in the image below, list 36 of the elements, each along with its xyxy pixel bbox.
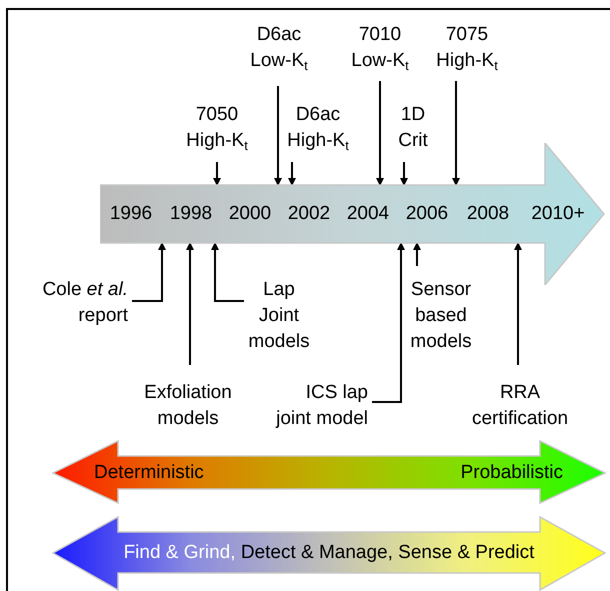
year-label: 1996 [110,202,152,226]
annotation-text: 1D Crit [389,102,437,154]
arrow [186,242,194,365]
annotation-text: 7010 Low-K$_{t}$ [348,22,412,74]
arrow [288,162,296,186]
arrow [514,242,522,365]
year-label: 2000 [228,202,272,226]
arrow [413,242,421,266]
year-label: 2008 [466,202,510,226]
annotation-text: D6ac High-K$_{t}$ [283,102,353,154]
annotation-text: D6ac Low-K$_{t}$ [247,22,311,74]
year-label: 2010+ [531,202,585,226]
arrow [132,242,166,302]
year-label: 1998 [170,202,212,226]
year-label: 2006 [406,202,448,226]
scale-label: Probabilistic [460,461,563,485]
year-label: 2004 [346,202,390,226]
annotation-text: Cole et al. report [18,277,128,329]
annotation-text: 7075 High-K$_{t}$ [432,22,502,74]
scale-label: Deterministic [94,461,204,485]
arrow [211,242,244,302]
annotation-text: RRA certification [468,380,572,432]
year-label: 2002 [288,202,330,226]
phase-label: Find & Grind, [124,542,236,563]
arrow [400,162,408,186]
annotation-text: Sensor based models [402,277,480,355]
arrow [372,242,405,403]
annotation-text: Lap Joint models [243,277,315,355]
annotation-text: Exfoliation models [138,380,238,432]
arrow [376,81,384,186]
arrow [452,81,460,186]
arrow [274,86,282,186]
arrow [213,162,221,186]
annotation-text: ICS lap joint model [266,380,368,432]
annotation-text: 7050 High-K$_{t}$ [182,102,252,154]
phase-label: Detect & Manage, Sense & Predict [240,542,534,563]
